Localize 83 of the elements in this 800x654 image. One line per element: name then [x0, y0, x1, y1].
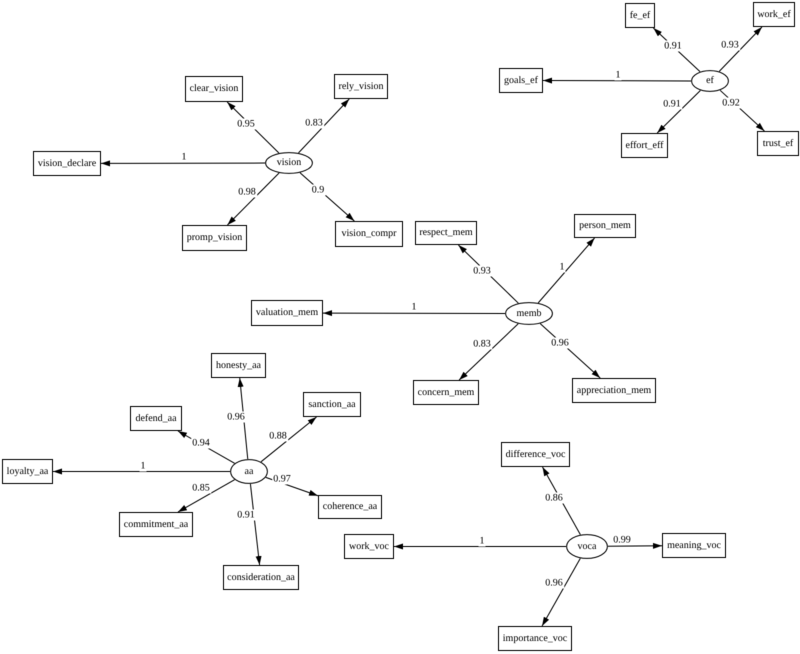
observed-variable-box: difference_voc: [501, 442, 570, 467]
observed-variable-box: sanction_aa: [303, 392, 361, 417]
arrow: [177, 479, 236, 512]
observed-variable-box: goals_ef: [499, 68, 543, 93]
arrow: [394, 544, 566, 550]
edge-label: 0.93: [472, 266, 492, 276]
observed-variable-box: commitment_aa: [119, 512, 193, 537]
arrow: [608, 542, 662, 549]
arrow: [52, 468, 230, 474]
observed-variable-box: fe_ef: [625, 3, 655, 28]
observed-variable-box: work_ef: [753, 2, 795, 27]
arrow: [265, 476, 318, 496]
observed-variable-box: effort_eff: [621, 133, 668, 158]
arrow: [226, 172, 280, 226]
observed-variable-box: loyalty_aa: [2, 459, 53, 484]
variable-label: voca: [578, 542, 596, 552]
arrow: [542, 558, 581, 626]
observed-variable-box: appreciation_mem: [572, 378, 656, 403]
observed-variable-box: importance_voc: [498, 626, 572, 651]
arrow: [542, 466, 581, 536]
edge-label: 1: [614, 70, 622, 80]
observed-variable-box: coherence_aa: [318, 495, 382, 519]
edge-label: 0.95: [236, 118, 256, 130]
arrow: [298, 98, 350, 154]
observed-variable-box: respect_mem: [415, 221, 477, 245]
observed-variable-box: clear_vision: [185, 76, 243, 102]
variable-label: aa: [244, 466, 254, 476]
observed-variable-box: concern_mem: [413, 380, 479, 405]
edge-label: 0.83: [304, 118, 324, 128]
observed-variable-box: valuation_mem: [251, 300, 323, 326]
edge-label: 0.96: [544, 578, 564, 588]
observed-variable-box: honesty_aa: [211, 353, 266, 378]
arrow: [542, 78, 692, 84]
arrow: [226, 102, 280, 154]
edge-label: 0.86: [544, 492, 564, 504]
edge-label: 0.9: [310, 184, 326, 196]
edge-label: 1: [180, 152, 188, 162]
variable-label: ef: [706, 76, 714, 86]
arrow: [720, 90, 765, 132]
arrow: [538, 238, 596, 304]
edge-label: 0.97: [272, 474, 292, 484]
edge-label: 0.94: [191, 438, 211, 448]
edge-label: 0.99: [612, 534, 632, 546]
edge-label: 0.96: [226, 412, 246, 422]
arrow: [100, 160, 266, 166]
observed-variable-box: trust_ef: [757, 131, 799, 156]
arrow: [322, 310, 506, 316]
edge-label: 0.85: [191, 482, 211, 494]
observed-variable-box: vision_declare: [33, 151, 101, 176]
arrow: [458, 244, 519, 304]
observed-variable-box: rely_vision: [334, 74, 388, 99]
arrow: [250, 483, 262, 566]
arrow: [656, 90, 701, 134]
variable-label: memb: [516, 308, 542, 318]
arrow: [177, 430, 236, 464]
edge-label: 0.91: [663, 40, 683, 52]
observed-variable-box: defend_aa: [130, 406, 182, 431]
edge-label: 0.93: [720, 40, 740, 50]
edge-label: 0.91: [662, 98, 682, 110]
observed-variable-box: promp_vision: [182, 225, 247, 251]
arrow: [540, 323, 601, 378]
arrow: [260, 416, 318, 462]
edge-label: 0.83: [472, 338, 492, 350]
edge-label: 0.91: [236, 510, 256, 520]
edge-label: 0.88: [268, 430, 288, 442]
edge-label: 1: [140, 460, 146, 472]
edge-label: 0.98: [237, 186, 257, 198]
observed-variable-box: meaning_voc: [662, 533, 726, 558]
edge-label: 0.96: [550, 338, 570, 348]
edge-label: 0.92: [721, 98, 741, 108]
observed-variable-box: person_mem: [574, 214, 636, 238]
arrow: [238, 378, 248, 460]
arrow: [718, 26, 762, 72]
variable-label: vision: [276, 158, 302, 168]
arrow: [300, 172, 355, 222]
arrow: [458, 323, 519, 380]
arrow: [652, 28, 700, 72]
observed-variable-box: vision_compr: [335, 221, 403, 247]
observed-variable-box: work_voc: [344, 534, 394, 559]
edge-label: 1: [410, 302, 418, 312]
observed-variable-box: consideration_aa: [223, 565, 299, 590]
edge-label: 1: [478, 536, 486, 546]
edge-label: 1: [558, 262, 566, 272]
